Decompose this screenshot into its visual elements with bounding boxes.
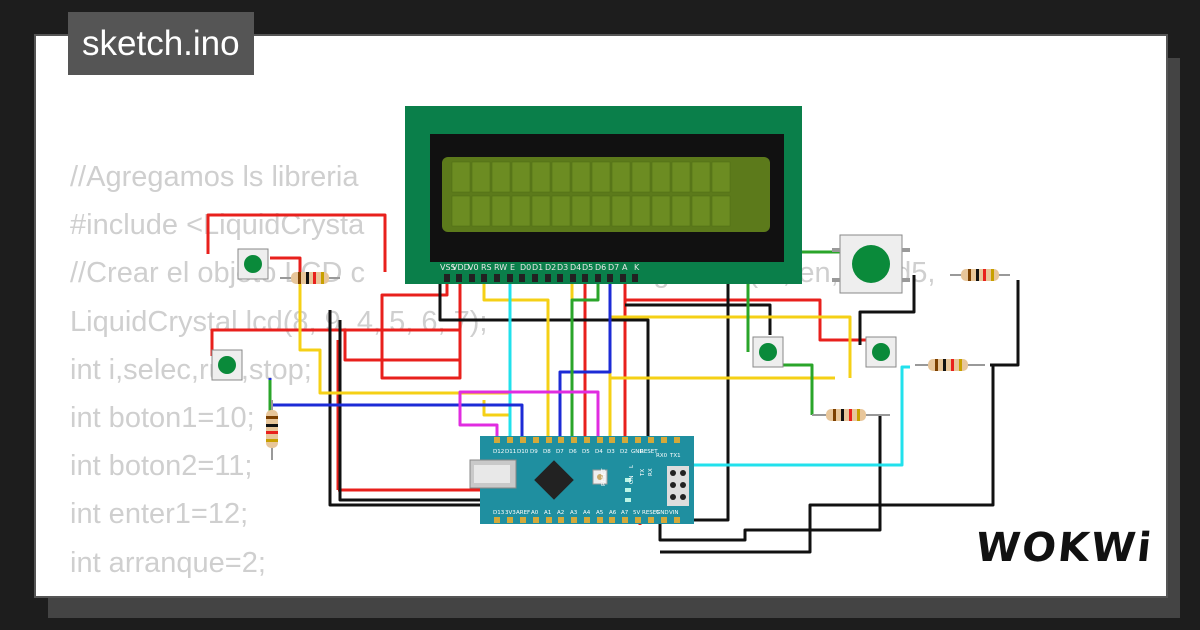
nano-top-pin: D5 (582, 449, 590, 455)
nano-top-pin: GND (631, 449, 644, 455)
lcd-pin-label: D2 (545, 263, 556, 272)
nano-label: TX (640, 469, 646, 477)
pushbutton-large[interactable] (832, 234, 910, 294)
nano-bottom-pin: A0 (531, 510, 539, 516)
nano-bottom-pin: GND (656, 510, 669, 516)
lcd-pin-label: D5 (582, 263, 593, 272)
pushbutton-2[interactable] (211, 349, 243, 381)
pushbutton-4[interactable] (865, 336, 897, 368)
code-background: //Agregamos ls libreria#include <LiquidC… (70, 153, 935, 587)
nano-bottom-pin: RESET (642, 510, 660, 516)
code-line-5: int i,selec,run,stop; (70, 353, 312, 386)
arduino-nano: D12 D11 D10 D9 D8 D7 D6 D5 D4 D3 D2 GND … (469, 436, 694, 524)
wokwi-logo: WOKWi (973, 525, 1156, 571)
nano-bottom-pin: A7 (621, 510, 629, 516)
lcd-pin-label: E (510, 263, 515, 272)
nano-top-pin: D3 (607, 449, 615, 455)
code-line-1: //Agregamos ls libreria (70, 161, 359, 193)
lcd-display: VSS VDD V0 RS RW E D0 D1 D2 D3 D4 D5 D6 … (405, 106, 802, 284)
lcd-pin-label: D1 (532, 263, 543, 272)
nano-bottom-pin: D13 (493, 510, 505, 516)
nano-top-pin: D6 (569, 449, 577, 455)
nano-bottom-pin: A3 (570, 510, 578, 516)
nano-top-pin: D11 (505, 449, 516, 455)
nano-label: L (629, 464, 635, 468)
lcd-pin-label: VDD (452, 263, 470, 272)
nano-bottom-pin: AREF (516, 510, 530, 516)
resistor-5 (812, 409, 890, 421)
nano-bottom-pin: 3V3 (505, 510, 516, 516)
resistor-4 (915, 359, 985, 371)
lcd-pin-label: A (622, 263, 628, 272)
nano-top-pin: TX1 (669, 453, 681, 459)
nano-top-pin: D2 (620, 449, 628, 455)
lcd-pin-label: RS (481, 263, 492, 272)
nano-bottom-pin: 5V (633, 510, 640, 516)
nano-top-pin: D10 (517, 449, 529, 455)
code-line-7: int boton2=11; (70, 450, 253, 483)
lcd-pin-label: RW (494, 263, 507, 272)
resistor-1 (280, 272, 340, 284)
nano-top-pin: RESET (640, 449, 658, 455)
lcd-pin-label: D6 (595, 263, 606, 272)
code-line-9: int arranque=2; (70, 546, 266, 579)
nano-bottom-pin: A4 (583, 510, 591, 516)
pushbutton-1[interactable] (237, 248, 269, 280)
nano-label: ON (629, 476, 635, 484)
nano-top-pin: D12 (493, 449, 504, 455)
nano-bottom-pin: A2 (557, 510, 564, 516)
nano-top-pin: D9 (530, 449, 538, 455)
nano-top-pin: D4 (595, 449, 603, 455)
page-title: sketch.ino (68, 12, 254, 75)
lcd-pin-label: D0 (520, 263, 531, 272)
lcd-pin-label: K (634, 263, 640, 272)
lcd-pin-label: D3 (557, 263, 568, 272)
resistor-2 (266, 400, 278, 460)
nano-top-pin: D8 (543, 449, 551, 455)
nano-bottom-pin: A6 (609, 510, 617, 516)
nano-label: RESET (601, 468, 607, 486)
lcd-pin-label: D7 (608, 263, 619, 272)
lcd-pin-label: D4 (570, 263, 581, 272)
lcd-pin-label: VSS (440, 263, 456, 272)
code-line-8: int enter1=12; (70, 498, 249, 531)
nano-top-pin: RX0 (656, 453, 668, 459)
nano-bottom-pin: VIN (669, 510, 679, 516)
code-line-6: int boton1=10; (70, 402, 255, 435)
nano-bottom-pin: A5 (596, 510, 604, 516)
resistor-3 (950, 269, 1010, 281)
nano-top-pin: D7 (556, 449, 564, 455)
lcd-pin-label: V0 (468, 263, 479, 272)
nano-label: RX (648, 468, 654, 476)
nano-bottom-pin: A1 (544, 510, 551, 516)
pushbutton-3[interactable] (752, 336, 784, 368)
